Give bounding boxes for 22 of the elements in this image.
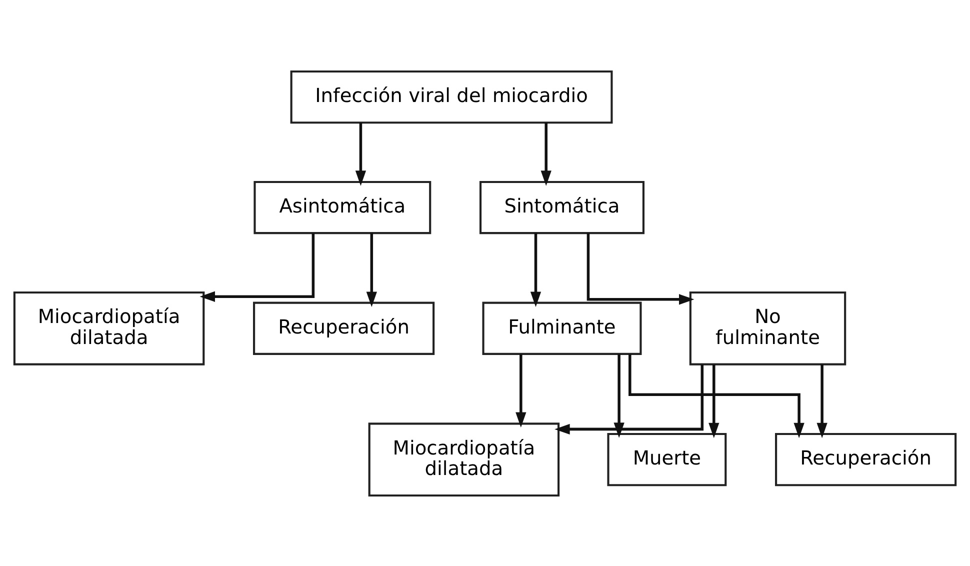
node-box: Sintomática	[479, 180, 644, 234]
arrow	[816, 364, 828, 438]
arrow	[540, 122, 552, 186]
node-box: Recuperación	[253, 301, 435, 354]
arrow	[628, 354, 804, 438]
arrow	[355, 122, 366, 186]
node-box: Fulminante	[482, 301, 642, 354]
arrow	[530, 232, 542, 306]
arrow	[554, 364, 704, 434]
arrow	[614, 354, 624, 438]
arrow	[366, 232, 377, 306]
arrow	[200, 232, 315, 302]
arrow	[708, 364, 720, 438]
node-box: Infección viral del miocardio	[290, 70, 613, 124]
node-box: Miocardiopatía dilatada	[368, 422, 560, 496]
node-box: Asintomática	[254, 180, 432, 234]
node-box: No fulminante	[689, 290, 846, 365]
node-box: Miocardiopatía dilatada	[13, 290, 205, 365]
node-box: Muerte	[607, 432, 727, 486]
node-box: Recuperación	[775, 432, 957, 486]
arrow	[586, 232, 694, 304]
arrow	[516, 354, 526, 427]
